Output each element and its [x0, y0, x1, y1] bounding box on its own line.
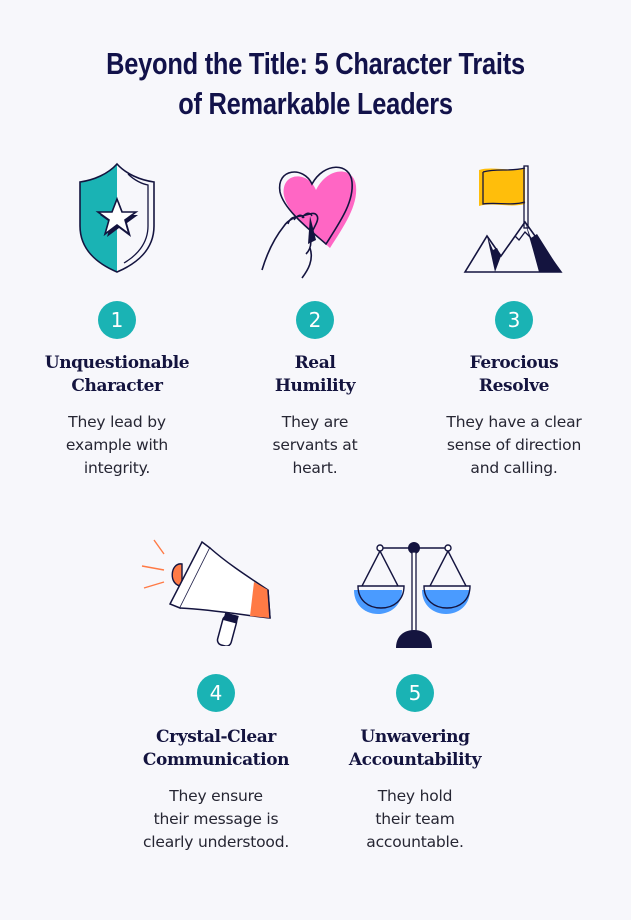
title-line-2: of Remarkable Leaders — [178, 86, 453, 121]
trait-title: Unquestionable Character — [44, 353, 190, 396]
megaphone-icon — [141, 539, 271, 646]
scales-icon — [354, 542, 471, 648]
trait-title: Unwavering Accountability — [348, 727, 482, 770]
trait-title: Ferocious Resolve — [469, 353, 559, 396]
title-line-1: Beyond the Title: 5 Character Traits — [106, 46, 525, 81]
trait-number-badge: 1 — [98, 301, 136, 339]
trait-title: Crystal-Clear Communication — [142, 727, 290, 770]
trait-description: They are servants at heart. — [272, 413, 358, 477]
shield-star-icon — [79, 162, 155, 273]
trait-title: Real Humility — [274, 353, 356, 396]
mountain-flag-icon — [463, 165, 563, 273]
trait-description: They ensure their message is clearly und… — [142, 787, 290, 851]
hand-heart-icon — [261, 166, 357, 279]
trait-description: They hold their team accountable. — [366, 787, 464, 851]
trait-description: They lead by example with integrity. — [65, 413, 169, 477]
trait-number-badge: 2 — [296, 301, 334, 339]
trait-number-badge: 3 — [495, 301, 533, 339]
trait-number-badge: 4 — [197, 674, 235, 712]
trait-number-badge: 5 — [396, 674, 434, 712]
page-title: Beyond the Title: 5 Character Traits of … — [57, 44, 574, 124]
trait-description: They have a clear sense of direction and… — [446, 413, 582, 477]
